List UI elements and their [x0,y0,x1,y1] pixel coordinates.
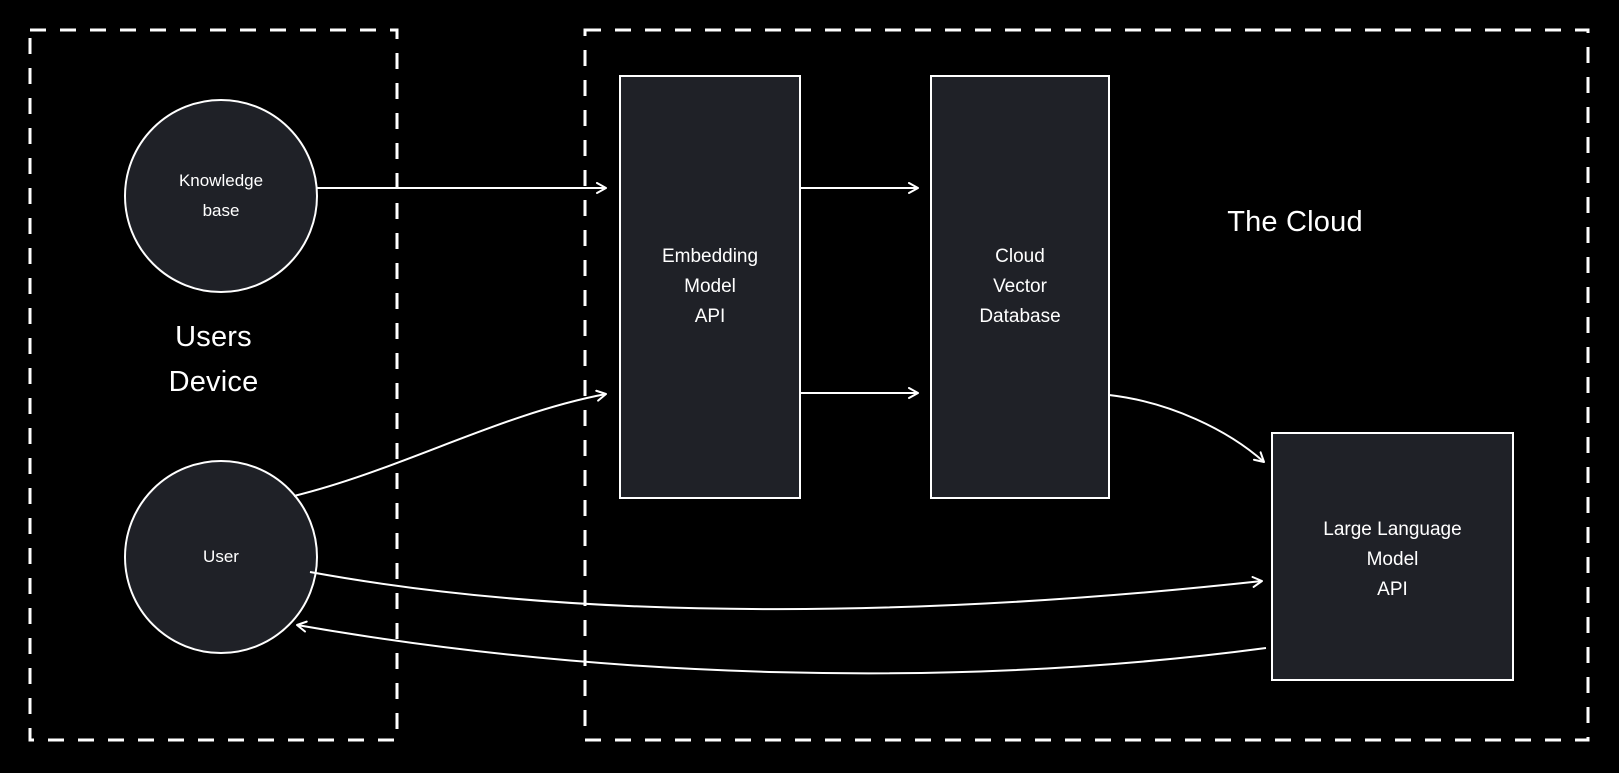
edge-vectordb-to-llm [1108,394,1265,463]
zone-users-device [28,28,399,742]
zone-the-cloud [583,28,1590,742]
node-cloud-vector-database[interactable] [930,75,1110,499]
edge-user-to-embedding [293,389,607,497]
edge-llm-to-user [296,620,1267,675]
edge-user-to-llm [309,571,1263,611]
node-large-language-model-api[interactable] [1271,432,1514,681]
node-embedding-model-api[interactable] [619,75,801,499]
node-user[interactable] [124,460,318,654]
node-knowledge-base[interactable] [124,99,318,293]
